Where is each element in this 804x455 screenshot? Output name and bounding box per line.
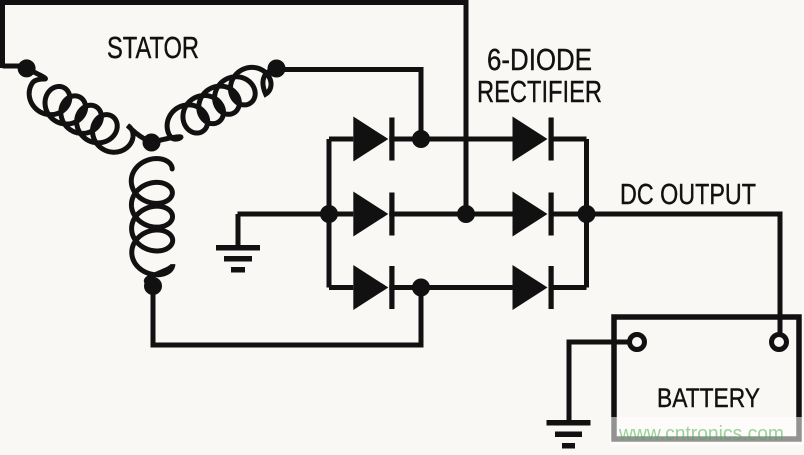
svg-text:6-DIODE: 6-DIODE	[487, 42, 592, 77]
svg-text:www.cntronics.com: www.cntronics.com	[618, 423, 784, 445]
svg-text:RECTIFIER: RECTIFIER	[477, 74, 602, 109]
svg-text:DC OUTPUT: DC OUTPUT	[620, 179, 756, 211]
svg-text:BATTERY: BATTERY	[657, 382, 760, 413]
svg-text:STATOR: STATOR	[107, 30, 199, 65]
